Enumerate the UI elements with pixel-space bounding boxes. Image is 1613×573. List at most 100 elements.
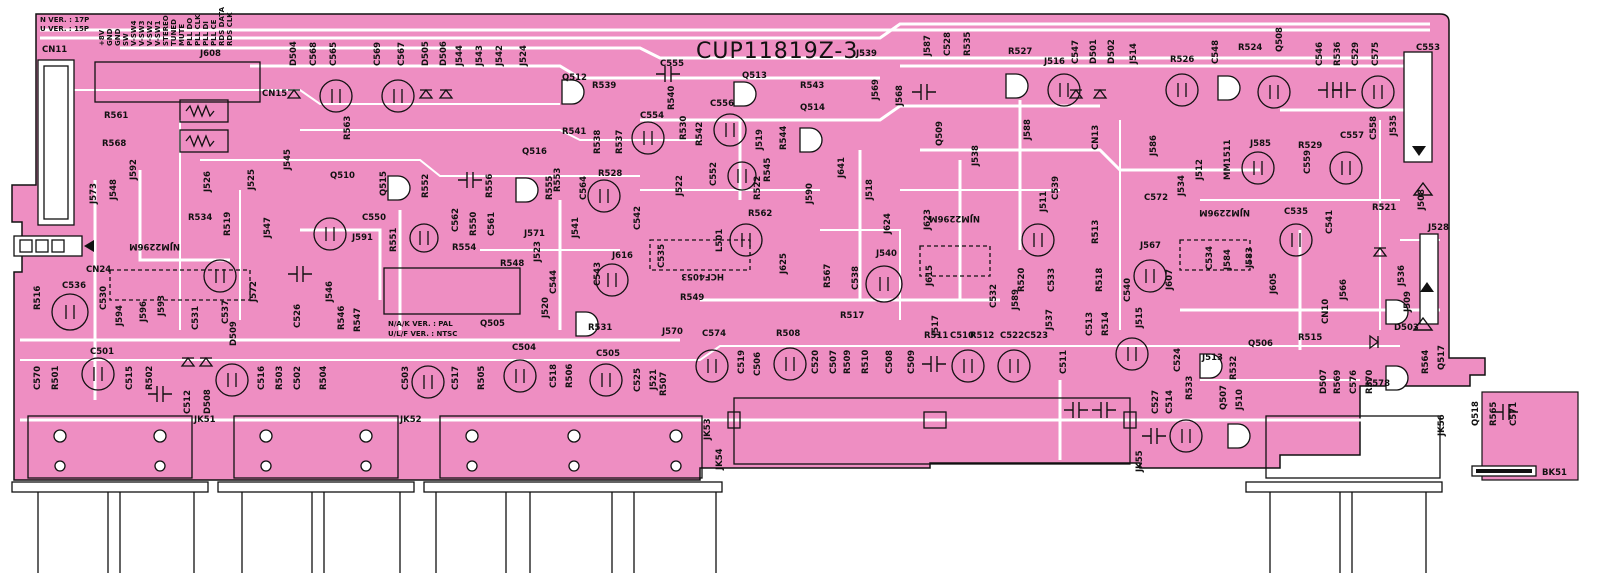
connector-pin-label: PLL CLK [194, 14, 202, 46]
component-label: C556 [710, 99, 734, 109]
component-label: R516 [33, 286, 43, 310]
component-label: J569 [871, 79, 881, 101]
component-label: R541 [562, 127, 586, 137]
component-label: C513 [1085, 312, 1095, 336]
transistor-body [1005, 73, 1029, 99]
component-label: C567 [397, 42, 407, 66]
electrolytic-capacitor-body [1329, 151, 1363, 185]
component-label: C557 [1340, 131, 1364, 141]
film-capacitor [148, 386, 172, 402]
electrolytic-capacitor-body [729, 223, 763, 257]
svg-text:NJM2296M: NJM2296M [929, 213, 980, 223]
component-label: C504 [512, 343, 536, 353]
component-label: J510 [1235, 389, 1245, 411]
component-label: J541 [571, 217, 581, 239]
component-label: J571 [523, 229, 545, 239]
component-label: CN11 [42, 45, 67, 55]
component-label: J573 [89, 183, 99, 205]
component-label: C522 [1000, 331, 1024, 341]
component-label: R508 [776, 329, 800, 339]
jack-jk51: JK51 [27, 415, 216, 479]
component-label: C519 [737, 350, 747, 374]
component-label: D502 [1107, 39, 1117, 64]
component-label: R551 [389, 228, 399, 252]
component-label: C543 [593, 262, 603, 286]
component-label: R544 [779, 126, 789, 150]
svg-text:JK53: JK53 [703, 418, 713, 441]
component-label: C512 [183, 390, 193, 414]
component-label: C547 [1071, 40, 1081, 64]
component-label: R530 [679, 116, 689, 140]
film-capacitor [288, 266, 312, 282]
component-label: C511 [1059, 350, 1069, 374]
component-label: J588 [1023, 119, 1033, 141]
component-label: R569 [1333, 370, 1343, 394]
component-label: J519 [755, 129, 765, 151]
component-label: R513 [1091, 220, 1101, 244]
component-label: J545 [283, 149, 293, 171]
component-label: R540 [667, 86, 677, 110]
component-label: D509 [229, 321, 239, 346]
capacitor-plates [1181, 429, 1191, 443]
component-label: J590 [805, 183, 815, 205]
component-label: L501 [715, 229, 725, 252]
electrolytic-capacitor-body [587, 179, 621, 213]
capacitor-plates [963, 359, 973, 373]
component-label: J526 [203, 171, 213, 193]
component-label: C505 [596, 349, 620, 359]
component-label: R503 [275, 366, 285, 390]
cn24-connector [13, 235, 94, 257]
component-label: Q513 [742, 71, 767, 81]
component-label: J584 [1223, 249, 1233, 271]
component-label: C535 [657, 244, 667, 268]
component-label: J521 [649, 369, 659, 391]
component-label: D507 [1319, 369, 1329, 394]
capacitor-plates [607, 273, 617, 287]
version-note-u: U VER. : 15P [40, 25, 89, 33]
component-label: R561 [104, 111, 128, 121]
connector-pin-label: PLL DI [202, 21, 210, 46]
component-label: R510 [861, 350, 871, 374]
component-label: R555 [545, 176, 555, 200]
component-label: C507 [829, 350, 839, 374]
capacitor-plates [1059, 83, 1069, 97]
component-label: J539 [855, 49, 877, 59]
transistor-body [1217, 75, 1241, 101]
component-label: C538 [851, 266, 861, 290]
component-label: R517 [840, 311, 864, 321]
component-label: R545 [763, 158, 773, 182]
component-label: Q517 [1437, 345, 1447, 370]
component-label: J522 [675, 175, 685, 197]
component-label: J607 [1165, 269, 1175, 291]
component-label: C515 [125, 366, 135, 390]
component-label: C558 [1369, 116, 1379, 140]
component-label: C509 [907, 350, 917, 374]
transistor-body [515, 177, 539, 203]
component-label: C501 [90, 347, 114, 357]
component-label: D505 [421, 41, 431, 66]
electrolytic-capacitor-body [727, 161, 757, 191]
component-label: C562 [451, 208, 461, 232]
component-label: J538 [971, 145, 981, 167]
film-capacitor [1332, 82, 1356, 98]
component-label: D508 [203, 389, 213, 414]
electrolytic-capacitor-body [695, 349, 729, 383]
svg-text:JK52: JK52 [399, 415, 422, 425]
j608-block [94, 61, 261, 153]
component-label: R546 [337, 306, 347, 330]
component-label: R509 [843, 350, 853, 374]
capacitor-plates [515, 369, 525, 383]
component-label: R539 [592, 81, 616, 91]
electrolytic-capacitor-body [1133, 259, 1167, 293]
component-label: R511 [924, 331, 948, 341]
electrolytic-capacitor-body [951, 349, 985, 383]
component-label: J596 [139, 301, 149, 323]
film-capacitor [922, 356, 946, 372]
board-title: CUP11819Z-3 [696, 39, 858, 64]
component-label: J583 [1245, 247, 1255, 269]
electrolytic-capacitor-body [773, 347, 807, 381]
electrolytic-capacitor-body [1115, 337, 1149, 371]
component-label: C516 [257, 366, 267, 390]
component-label: J591 [351, 233, 373, 243]
diodes [180, 88, 1388, 367]
